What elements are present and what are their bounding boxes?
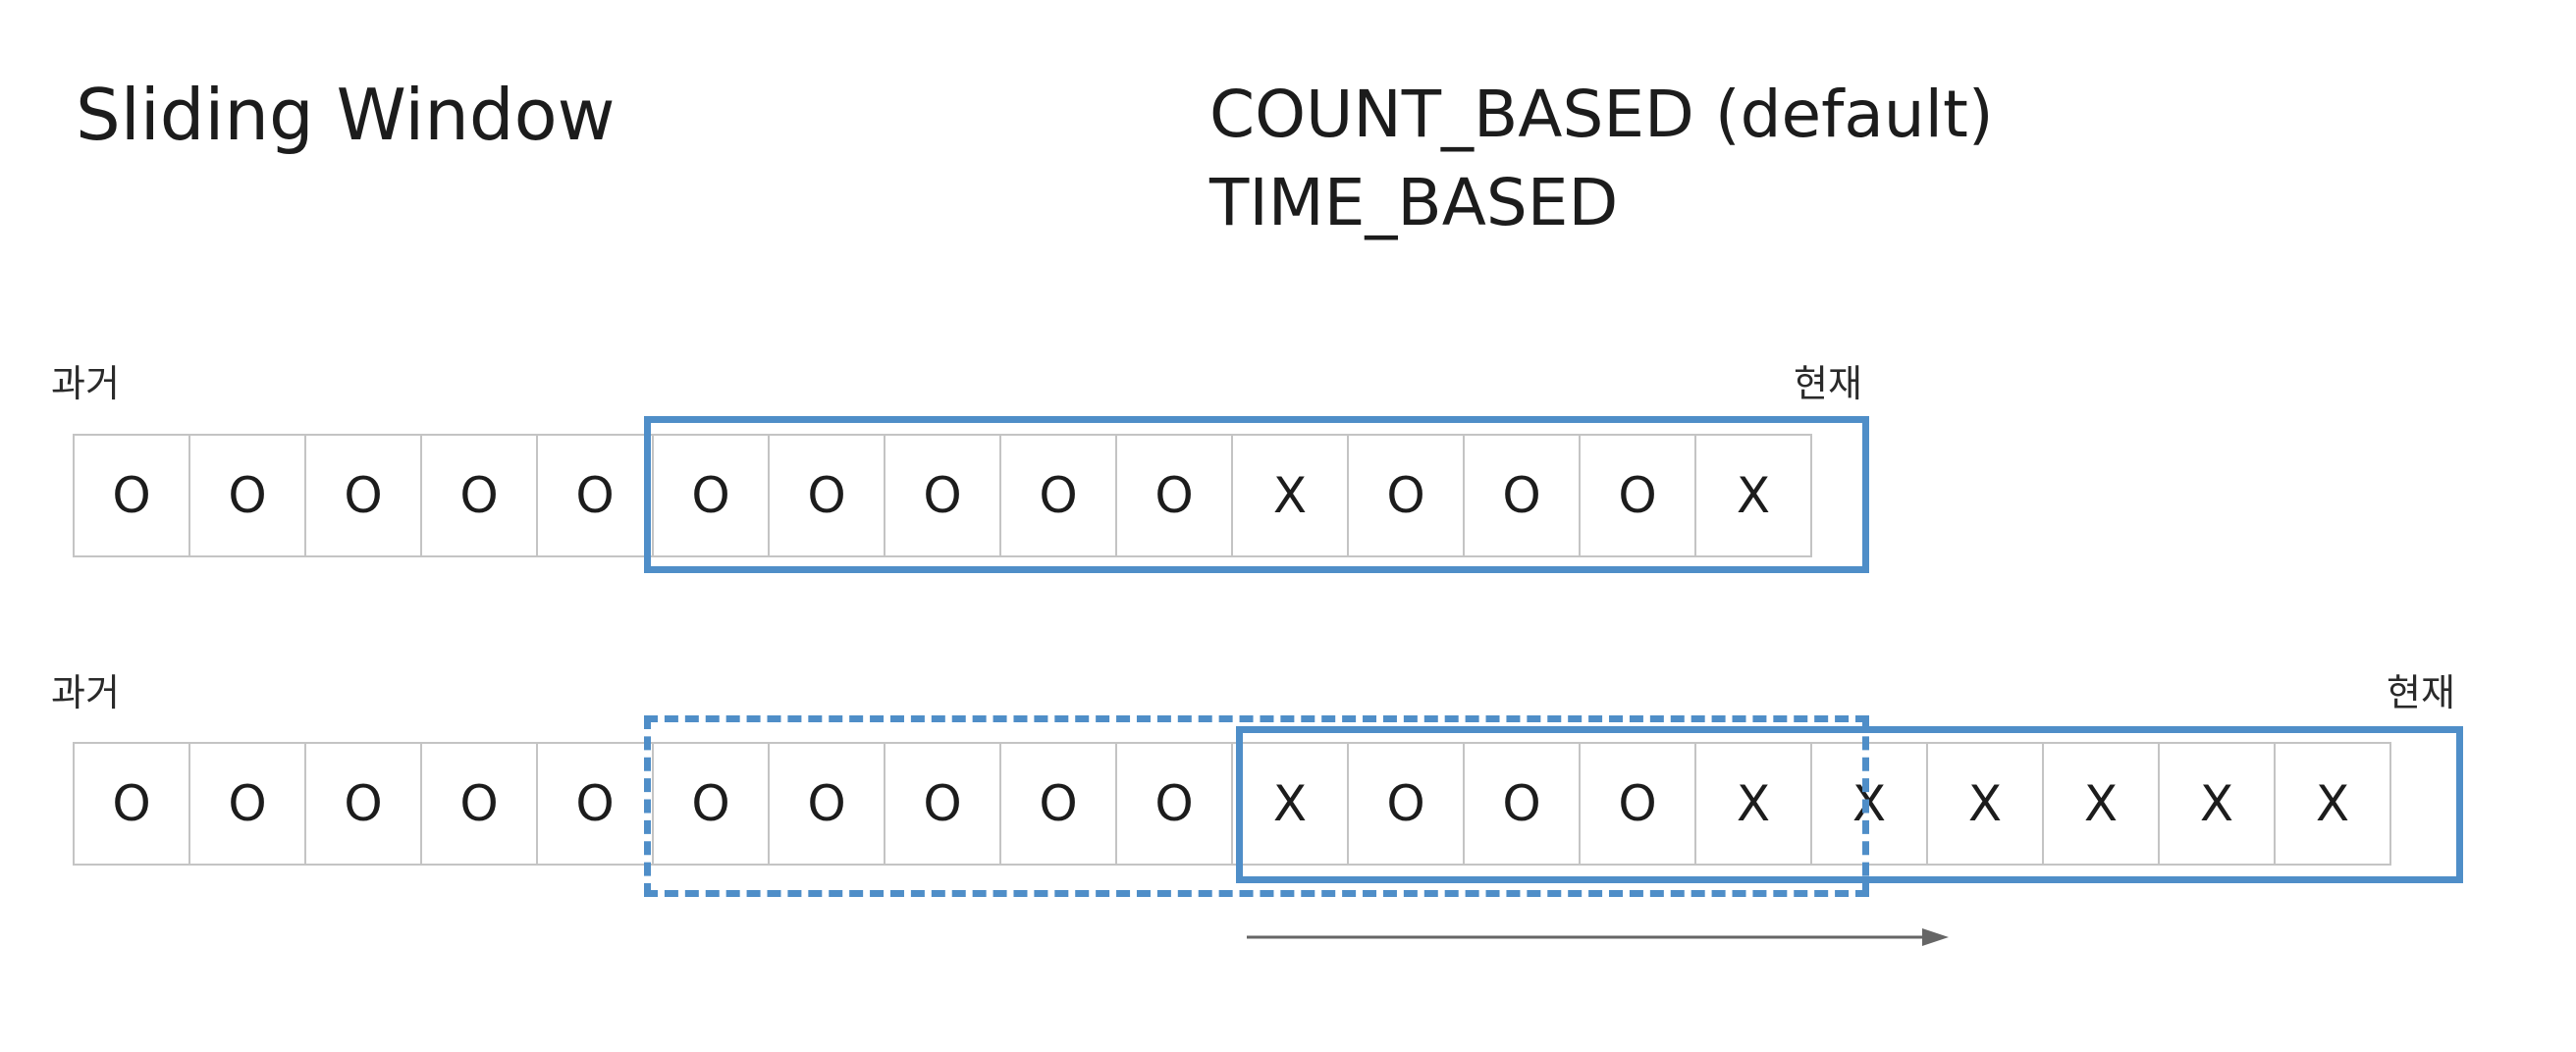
call-result-cell: O: [73, 434, 190, 557]
mode-time-based: TIME_BASED: [1209, 165, 1619, 240]
call-result-cell: O: [420, 434, 538, 557]
call-result-cell: X: [1694, 434, 1812, 557]
previous-time-window-box: [644, 715, 1869, 897]
diagram-title: Sliding Window: [76, 74, 616, 156]
call-result-cell: O: [1579, 742, 1696, 866]
call-result-cell: O: [304, 742, 422, 866]
call-result-cell: O: [188, 434, 306, 557]
call-result-cell: O: [73, 742, 190, 866]
call-result-cell: O: [420, 742, 538, 866]
mode-count-based: COUNT_BASED (default): [1209, 77, 1994, 152]
window-type-list: COUNT_BASED (default) TIME_BASED: [1209, 71, 1994, 247]
call-result-cell: X: [1694, 742, 1812, 866]
slide-direction-arrow: [1247, 928, 1949, 946]
call-result-cell: O: [652, 434, 770, 557]
present-label-time: 현재: [2387, 671, 2455, 714]
past-label-time: 과거: [51, 671, 120, 714]
current-time-window-box: [1236, 726, 2463, 883]
present-label-count: 현재: [1794, 362, 1862, 405]
call-result-cell: O: [652, 742, 770, 866]
call-result-cell: O: [536, 742, 654, 866]
call-result-cell: X: [2274, 742, 2391, 866]
past-label-count: 과거: [51, 362, 120, 405]
call-result-cell: O: [536, 434, 654, 557]
count-window-box: [644, 416, 1869, 573]
call-result-cell: O: [999, 434, 1117, 557]
call-result-cell: O: [304, 434, 422, 557]
call-result-cell: O: [188, 742, 306, 866]
